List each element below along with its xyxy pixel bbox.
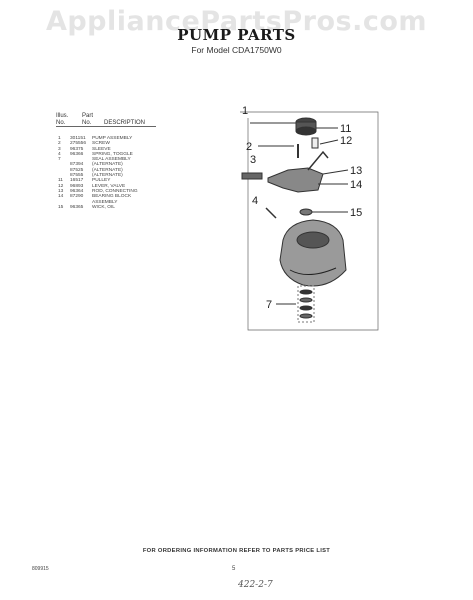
description-cell: PUMP ASSEMBLY (92, 136, 133, 141)
description-cell: SCREW (92, 141, 110, 147)
description-cell: SEAL ASSEMBLY (92, 157, 131, 163)
description-cell: SPRING, TOGGLE (92, 151, 133, 157)
illus-no-cell: 1 (58, 136, 61, 141)
illus-no-cell: 2 (58, 141, 61, 147)
part-no-cell: 87394 (70, 162, 84, 168)
leader-12 (319, 139, 339, 145)
header-rule (56, 126, 156, 127)
description-cell: WICK, OIL (92, 204, 115, 210)
model-subtitle: For Model CDA1750W0 (191, 45, 282, 55)
leader-13 (322, 169, 349, 175)
table-row: 2 275556 SCREW (58, 141, 182, 146)
description-cell: LEVER, VALVE (92, 183, 126, 189)
callout-11: 11 (340, 123, 351, 135)
bracket-frame (240, 111, 379, 331)
description-cell: SLEEVE (92, 146, 111, 152)
col-part-header-2: No. (82, 120, 92, 126)
table-row: 3 96375 SLEEVE (58, 147, 182, 152)
callout-13: 13 (350, 165, 362, 177)
illus-no-cell: 11 (58, 178, 63, 184)
col-description-header: DESCRIPTION (104, 120, 146, 126)
ordering-note: FOR ORDERING INFORMATION REFER TO PARTS … (142, 548, 331, 554)
part-no-cell: 87525 (70, 167, 84, 173)
description-cell: ROD, CONNECTING (92, 188, 138, 194)
part-no-cell: 96893 (70, 183, 84, 189)
table-row: 12 96893 LEVER, VALVE (58, 184, 182, 189)
illus-no-cell: 15 (58, 204, 64, 210)
page-number: 5 (232, 566, 236, 572)
table-row: 87555 (ALTERNATE) (58, 173, 182, 178)
callout-1: 1 (242, 105, 248, 117)
callout-12: 12 (340, 135, 352, 147)
description-cell: ASSEMBLY (92, 199, 118, 205)
illus-no-cell: 3 (58, 146, 61, 152)
description-cell: PULLEY (92, 178, 111, 184)
description-cell: (ALTERNATE) (92, 162, 123, 168)
part-no-cell: 275556 (70, 141, 87, 147)
illus-no-cell: 13 (58, 188, 64, 194)
callout-2: 2 (246, 141, 252, 153)
illus-no-cell: 12 (58, 183, 64, 189)
table-row: 87394 (ALTERNATE) (58, 162, 182, 167)
callout-4: 4 (252, 195, 258, 207)
toggle-spring-part (265, 207, 277, 219)
connecting-rod-part (307, 150, 329, 171)
valve-lever-part (311, 137, 319, 149)
illus-no-cell: 4 (58, 151, 61, 157)
description-cell: (ALTERNATE) (92, 173, 123, 179)
callout-14: 14 (350, 179, 362, 191)
seal-part (299, 289, 313, 295)
table-row: ASSEMBLY (58, 200, 182, 205)
col-illus-header-2: No. (56, 120, 66, 126)
table-row: 11 16517 PULLEY (58, 178, 182, 183)
col-part-header-1: Part (82, 113, 94, 119)
table-row: 4 96366 SPRING, TOGGLE (58, 152, 182, 157)
part-no-cell: 87290 (70, 194, 84, 200)
table-row: 13 96364 ROD, CONNECTING (58, 189, 182, 194)
pump-housing-part (279, 219, 347, 287)
table-row: 87525 (ALTERNATE) (58, 168, 182, 173)
parts-list: 1 301151 PUMP ASSEMBLY 2 275556 SCREW 3 96375 SL… (58, 136, 182, 210)
sleeve-part (241, 172, 263, 180)
part-no-cell: 16517 (70, 178, 84, 184)
table-row: 15 96365 WICK, OIL (58, 205, 182, 210)
callout-7: 7 (266, 299, 272, 311)
watermark: AppliancePartsPros.com (45, 6, 428, 37)
table-row: 14 87290 BEARING BLOCK (58, 194, 182, 199)
callout-15: 15 (350, 207, 362, 219)
illus-no-cell: 14 (58, 194, 64, 200)
part-no-cell: 96364 (70, 188, 84, 194)
table-row: 1 301151 PUMP ASSEMBLY (58, 136, 182, 141)
document-number: 809915 (32, 566, 49, 572)
part-no-cell: 87555 (70, 173, 84, 179)
handwritten-note: 422-2-7 (238, 580, 273, 590)
part-no-cell: 96366 (70, 151, 84, 157)
part-no-cell: 96375 (70, 146, 84, 152)
description-cell: BEARING BLOCK (92, 194, 132, 200)
part-no-cell: 96365 (70, 204, 84, 210)
illus-no-cell: 7 (58, 157, 61, 163)
col-illus-header-1: Illus. (56, 113, 69, 119)
page-title: PUMP PARTS (177, 26, 296, 44)
bearing-block-part (267, 167, 324, 193)
table-row: 7 SEAL ASSEMBLY (58, 157, 182, 162)
oil-wick-part (299, 208, 313, 216)
pump-diagram: 1 2 3 4 7 11 12 13 14 15 (240, 105, 379, 331)
callout-3: 3 (250, 154, 256, 166)
part-no-cell: 301151 (70, 136, 86, 141)
description-cell: (ALTERNATE) (92, 167, 123, 173)
